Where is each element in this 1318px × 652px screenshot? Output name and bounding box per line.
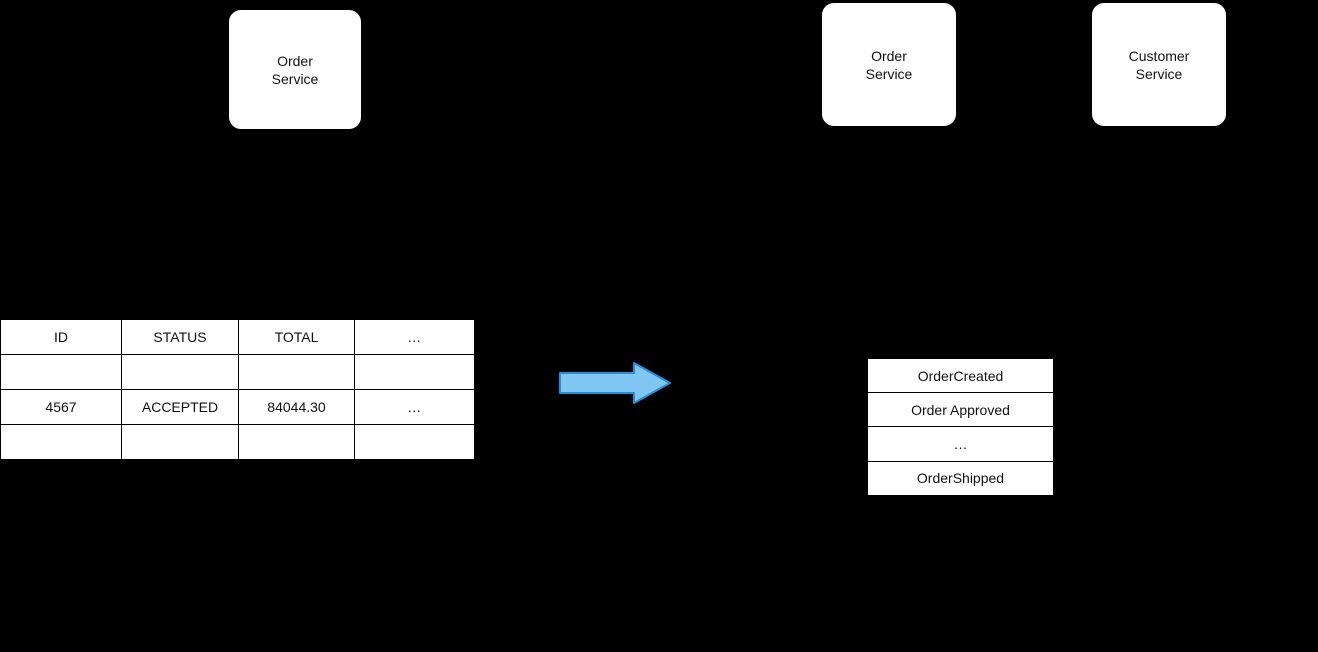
service-box-order-service-right[interactable]: Order Service bbox=[822, 3, 956, 126]
cell-total bbox=[238, 354, 355, 390]
list-item: Order Approved bbox=[866, 392, 1055, 428]
cell-id bbox=[0, 354, 122, 390]
service-box-label: Order Service bbox=[271, 52, 319, 87]
event-name-order-shipped: OrderShipped bbox=[866, 460, 1055, 497]
cell-more bbox=[354, 424, 475, 461]
column-header-total: TOTAL bbox=[238, 318, 355, 355]
cell-total bbox=[238, 424, 355, 461]
table-row bbox=[0, 424, 475, 461]
arrow-right-icon bbox=[559, 362, 671, 404]
table-header-row: ID STATUS TOTAL … bbox=[0, 318, 475, 355]
list-item: … bbox=[866, 426, 1055, 462]
list-item: OrderShipped bbox=[866, 460, 1055, 497]
cell-id bbox=[0, 424, 122, 461]
service-box-label: Customer Service bbox=[1128, 47, 1190, 82]
cell-more bbox=[354, 354, 475, 390]
event-stream-table: OrderCreated Order Approved … OrderShipp… bbox=[866, 357, 1055, 497]
event-name-order-created: OrderCreated bbox=[866, 357, 1055, 394]
arrow-right-shape bbox=[559, 362, 671, 404]
column-header-id: ID bbox=[0, 318, 122, 355]
table-row: 4567 ACCEPTED 84044.30 … bbox=[0, 389, 475, 425]
cell-more: … bbox=[354, 389, 475, 425]
cell-status: ACCEPTED bbox=[121, 389, 239, 425]
column-header-status: STATUS bbox=[121, 318, 239, 355]
orders-state-table: ID STATUS TOTAL … 4567 ACCEPTED 84044.30… bbox=[0, 318, 476, 461]
column-header-more: … bbox=[354, 318, 475, 355]
service-box-order-service-left[interactable]: Order Service bbox=[229, 10, 361, 129]
table-row bbox=[0, 354, 475, 390]
cell-status bbox=[121, 354, 239, 390]
service-box-label: Order Service bbox=[865, 47, 913, 82]
event-name-ellipsis: … bbox=[866, 426, 1055, 462]
cell-total: 84044.30 bbox=[238, 389, 355, 425]
list-item: OrderCreated bbox=[866, 357, 1055, 394]
service-box-customer-service[interactable]: Customer Service bbox=[1092, 3, 1226, 126]
cell-id: 4567 bbox=[0, 389, 122, 425]
event-name-order-approved: Order Approved bbox=[866, 392, 1055, 428]
cell-status bbox=[121, 424, 239, 461]
